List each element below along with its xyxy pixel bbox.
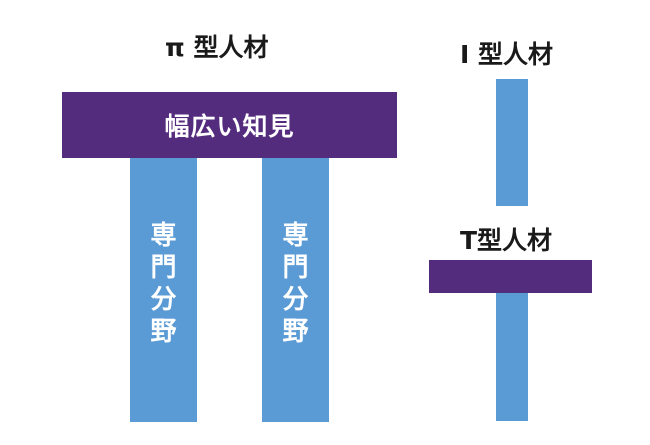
pi-type-right-specialty-bar: [262, 158, 329, 422]
t-type-specialty-bar: [496, 293, 528, 421]
pi-type-left-specialty-bar: [130, 158, 197, 422]
vertical-label-char: 野: [150, 317, 177, 347]
vertical-label-char: 野: [282, 317, 309, 347]
pi-type-left-specialty-label: 専門分野: [130, 220, 197, 348]
vertical-label-char: 分: [150, 285, 177, 315]
vertical-label-char: 分: [282, 285, 309, 315]
pi-type-broad-knowledge-label: 幅広い知見: [164, 112, 295, 141]
pi-type-right-specialty-label: 専門分野: [262, 220, 329, 348]
pi-type-broad-knowledge-bar: 幅広い知見: [62, 92, 397, 158]
vertical-label-char: 専: [282, 221, 309, 251]
t-type-title: T型人材: [460, 226, 553, 255]
vertical-label-char: 門: [150, 253, 177, 283]
vertical-label-char: 門: [282, 253, 309, 283]
i-type-title: I 型人材: [460, 40, 554, 69]
i-type-specialty-bar: [496, 79, 528, 206]
vertical-label-char: 専: [150, 221, 177, 251]
pi-type-title: π 型人材: [165, 33, 269, 62]
t-type-broad-knowledge-bar: [429, 260, 592, 293]
